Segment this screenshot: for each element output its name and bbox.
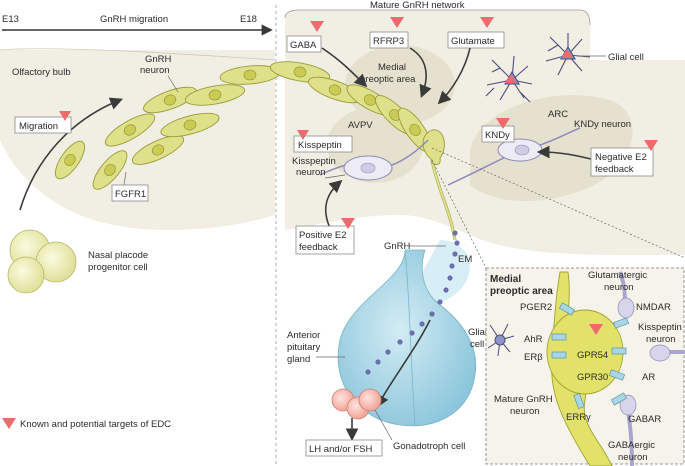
edc-marker <box>297 130 309 140</box>
rfrp3-box: RFRP3 <box>369 17 409 49</box>
edc-marker <box>341 218 355 229</box>
nasal-label-2: progenitor cell <box>88 262 148 273</box>
svg-text:Kisspeptin: Kisspeptin <box>298 140 342 151</box>
avpv-label: AVPV <box>348 120 373 131</box>
nasal-placode-cells <box>7 229 77 294</box>
mpoa-label-2: preoptic area <box>360 74 416 85</box>
svg-text:Positive E2: Positive E2 <box>299 230 347 241</box>
legend: Known and potential targets of EDC <box>2 418 171 430</box>
edc-marker <box>2 418 16 429</box>
svg-text:Kisspeptin: Kisspeptin <box>638 322 682 333</box>
positive-e2-box: Positive E2 feedback <box>295 218 355 255</box>
svg-text:GPR54: GPR54 <box>577 350 608 361</box>
anterior-label-2: pituitary <box>287 342 321 353</box>
svg-text:AhR: AhR <box>524 334 543 345</box>
timeline-end: E18 <box>240 14 257 25</box>
svg-text:feedback: feedback <box>595 164 634 175</box>
timeline-title: GnRH migration <box>100 14 168 25</box>
mpoa-label-1: Medial <box>378 62 406 73</box>
mature-network-label: Mature GnRH network <box>370 0 465 11</box>
svg-text:ERRγ: ERRγ <box>566 412 591 423</box>
gonadotroph-cells <box>331 388 382 420</box>
svg-text:GPR30: GPR30 <box>577 372 608 383</box>
svg-text:FGFR1: FGFR1 <box>115 189 146 200</box>
mpoa-inset: Medial preoptic area Glutamatergic neuro… <box>485 267 685 466</box>
edc-marker <box>496 118 510 129</box>
gaba-box: GABA <box>286 21 324 53</box>
svg-text:Negative E2: Negative E2 <box>595 152 647 163</box>
edc-marker <box>480 17 494 28</box>
kndy-neuron <box>447 127 581 186</box>
svg-text:Glutamate: Glutamate <box>451 36 495 47</box>
arc-label: ARC <box>548 109 568 120</box>
svg-text:PGER2: PGER2 <box>520 302 552 313</box>
migration-arrow <box>19 97 123 211</box>
anterior-label-3: gland <box>287 354 310 365</box>
glial-cell-label-2a: Glial <box>468 327 487 338</box>
svg-text:Medial: Medial <box>490 274 521 285</box>
legend-text: Known and potential targets of EDC <box>20 419 171 430</box>
edc-marker <box>644 140 658 151</box>
gnrh-neuron-label-1: GnRH <box>145 54 172 65</box>
timeline-start: E13 <box>2 14 19 25</box>
anterior-label-1: Anterior <box>287 330 320 341</box>
gonadotroph-label: Gonadotroph cell <box>393 441 465 452</box>
gnrh-neurons-migrating <box>54 61 433 190</box>
gnrh-portal-dots <box>365 230 460 375</box>
edc-marker <box>59 111 71 121</box>
kisspeptin-neuron-label-2: neuron <box>296 167 326 178</box>
svg-text:feedback: feedback <box>299 242 338 253</box>
svg-text:KNDy: KNDy <box>485 130 510 141</box>
svg-text:RFRP3: RFRP3 <box>373 36 404 47</box>
svg-text:neuron: neuron <box>510 406 540 417</box>
glutamate-box: Glutamate <box>447 17 505 49</box>
glial-cell-label: Glial cell <box>608 52 644 63</box>
fgfr1-box: FGFR1 <box>111 171 149 202</box>
svg-text:GABA: GABA <box>290 40 317 51</box>
timeline: E13 E18 GnRH migration <box>2 14 273 36</box>
glial-cells <box>485 33 591 103</box>
svg-text:Migration: Migration <box>19 121 58 132</box>
olfactory-bulb-label: Olfactory bulb <box>12 67 71 78</box>
svg-text:Glutamatergic: Glutamatergic <box>588 270 647 281</box>
svg-text:neuron: neuron <box>618 452 648 463</box>
gnrh-neuron-label-2: neuron <box>140 65 170 76</box>
negative-e2-box: Negative E2 feedback <box>590 140 658 177</box>
em-label: EM <box>458 254 472 265</box>
svg-text:GABAergic: GABAergic <box>608 440 655 451</box>
kndy-box: KNDy <box>481 118 515 143</box>
svg-text:NMDAR: NMDAR <box>636 302 671 313</box>
edc-marker <box>390 17 404 28</box>
svg-text:GABAR: GABAR <box>628 414 661 425</box>
svg-text:ERβ: ERβ <box>524 352 543 363</box>
nasal-label-1: Nasal placode <box>88 250 148 261</box>
svg-text:neuron: neuron <box>646 334 676 345</box>
lh-fsh-box: LH and/or FSH <box>305 439 383 457</box>
svg-text:preoptic area: preoptic area <box>490 286 553 297</box>
migration-box: Migration <box>14 111 72 134</box>
svg-text:neuron: neuron <box>604 282 634 293</box>
kisspeptin-neuron <box>319 139 429 181</box>
kisspeptin-neuron-label-1: Kisspeptin <box>292 156 336 167</box>
edc-marker <box>310 21 324 32</box>
edc-marker <box>589 324 603 335</box>
kndy-neuron-label: KNDy neuron <box>574 119 631 130</box>
gnrh-label: GnRH <box>384 241 411 252</box>
glial-cell-label-2b: cell <box>470 339 484 350</box>
kisspeptin-box: Kisspeptin <box>293 130 353 153</box>
svg-text:Mature GnRH: Mature GnRH <box>494 394 553 405</box>
svg-text:LH and/or FSH: LH and/or FSH <box>309 444 372 455</box>
svg-text:AR: AR <box>642 372 655 383</box>
